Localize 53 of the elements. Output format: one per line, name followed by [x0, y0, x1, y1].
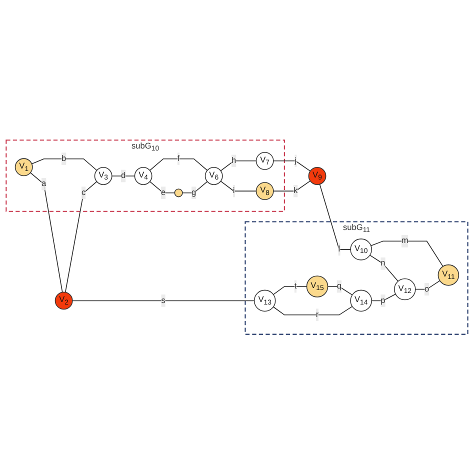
connector: [272, 306, 353, 316]
node-circle: [174, 188, 183, 197]
edge-label: n: [380, 258, 386, 268]
node-circle: V$_{14}$: [350, 290, 372, 312]
connector: [220, 160, 257, 171]
connector: [220, 180, 257, 192]
edge-label: i: [232, 186, 235, 195]
edge-label: j: [294, 156, 297, 165]
edge-label: m: [401, 236, 408, 246]
edge-label: e: [160, 188, 166, 197]
node-circle: V$_{13}$: [254, 290, 276, 312]
connector: [370, 254, 398, 282]
edge-label: h: [232, 156, 236, 165]
node-circle: V$_{11}$: [438, 264, 460, 286]
connector: [31, 158, 98, 171]
node-circle: V$_{1}$: [14, 158, 33, 176]
edge-label: g: [192, 188, 196, 197]
connector: [415, 280, 440, 290]
node-circle: V$_{3}$: [94, 166, 112, 185]
edge-label: k: [294, 186, 298, 195]
connector: [149, 158, 208, 171]
connector: [30, 172, 63, 292]
connector: [182, 180, 208, 194]
node-circle: V$_{10}$: [350, 238, 372, 260]
connector: [370, 240, 444, 267]
edge-label: d: [121, 171, 126, 180]
edge-label: r: [316, 310, 319, 319]
connector: [272, 286, 308, 295]
edge-label: l: [338, 244, 340, 254]
node-circle: V$_{8}$: [256, 182, 274, 200]
node-circle: V$_{2}$: [54, 292, 73, 310]
edge-label: p: [380, 296, 386, 305]
edge-label: s: [161, 296, 166, 305]
connector: [65, 180, 98, 292]
edge-label: f: [177, 154, 180, 163]
connector: [273, 180, 311, 192]
node-circle: V$_{7}$: [256, 152, 274, 170]
connector: [327, 286, 353, 296]
node-circle: V$_{15}$: [306, 275, 328, 298]
connector: [112, 175, 136, 176]
edge-label: o: [424, 284, 430, 294]
node-circle: V$_{12}$: [394, 278, 416, 300]
connector: [273, 160, 311, 172]
node-circle: V$_{4}$: [134, 166, 152, 185]
node-circle: V$_{9}$: [308, 166, 326, 185]
edge-label: c: [82, 188, 86, 197]
edge-label: q: [336, 282, 342, 290]
connector: [319, 184, 351, 250]
edge-label: a: [42, 179, 46, 188]
edge-label: b: [62, 154, 66, 163]
connector: [72, 300, 255, 301]
node-circle: V$_{6}$: [204, 166, 223, 185]
edge-label: t: [294, 282, 297, 290]
